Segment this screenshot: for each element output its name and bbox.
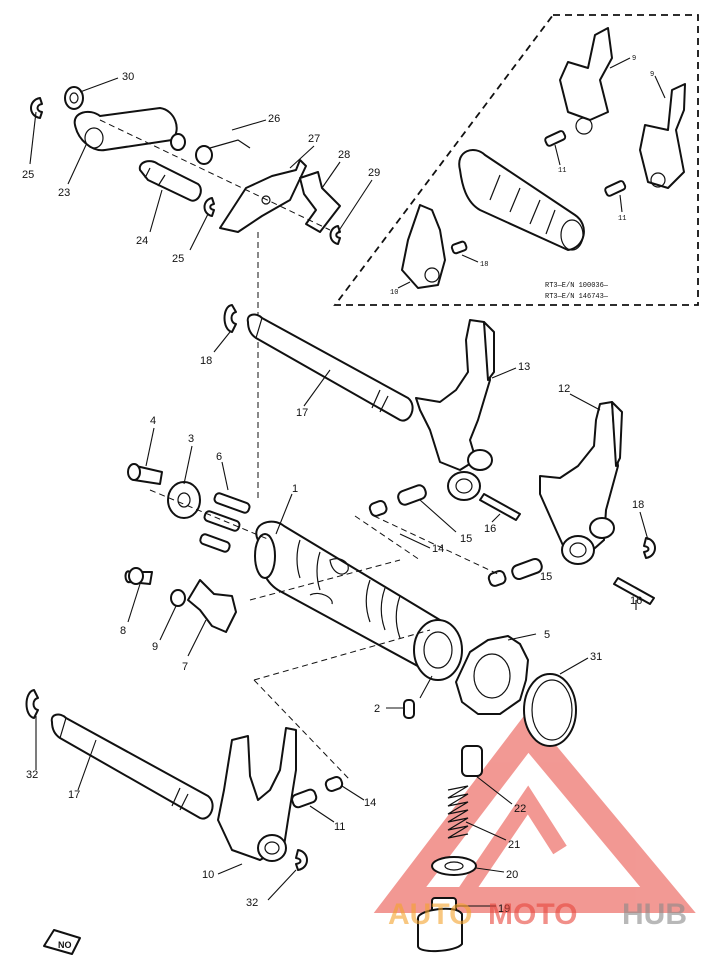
shift-fork-10 [217,727,297,862]
part-label-17: 17 [296,407,308,419]
part-label-25: 25 [172,253,184,265]
shift-arm-assembly [30,86,341,500]
watermark-moto: MOTO [488,898,577,931]
shift-drum-1 [254,520,463,681]
inset-label: 11 [558,167,566,175]
drum-cover-parts [455,635,577,747]
part-label-19: 19 [498,903,510,915]
part-label-15: 15 [460,533,472,545]
inset-serial-2: RT3—E/N 146743— [545,293,609,301]
corner-stamp-text: NO [58,940,72,950]
stopper-stack [417,745,483,952]
drum-end-parts [124,463,401,633]
corner-stamp: NO [43,929,81,955]
inset-panel: 9 9 11 11 18 10 RT3—E/N 100036— RT3—E/N … [333,14,699,306]
part-label-14: 14 [364,797,376,809]
watermark-auto: AUTO [388,898,472,931]
part-label-28: 28 [338,149,350,161]
part-label-12: 12 [558,383,570,395]
part-label-32: 32 [26,769,38,781]
leader-lines [29,77,649,907]
part-label-17: 17 [68,789,80,801]
part-label-8: 8 [120,625,126,637]
part-label-1: 1 [292,483,298,495]
inset-label: 9 [650,71,654,79]
part-label-6: 6 [216,451,222,463]
part-label-15: 15 [540,571,552,583]
part-label-24: 24 [136,235,148,247]
part-label-31: 31 [590,651,602,663]
watermark-hub: HUB [622,898,687,931]
part-label-9: 9 [152,641,158,653]
fork-10-pins [253,629,431,871]
fork-pins [354,484,656,605]
part-label-21: 21 [508,839,520,851]
part-label-30: 30 [122,71,134,83]
shift-fork-12 [539,401,623,565]
pin-2 [403,699,415,719]
part-label-10: 10 [202,869,214,881]
inset-label: 10 [390,289,398,297]
part-label-25: 25 [22,169,34,181]
part-label-5: 5 [544,629,550,641]
part-number-labels: 30 25 23 24 25 26 27 28 29 18 17 13 12 4… [22,71,644,915]
part-label-29: 29 [368,167,380,179]
part-label-4: 4 [150,415,156,427]
watermark-logo [373,711,696,913]
part-label-3: 3 [188,433,194,445]
part-label-18: 18 [200,355,212,367]
part-label-18: 18 [632,499,644,511]
part-label-13: 13 [518,361,530,373]
upper-shift-shaft [223,304,414,422]
part-label-16: 16 [630,595,642,607]
inset-serial-1: RT3—E/N 100036— [545,282,609,290]
watermark-text: AUTO MOTO HUB [388,898,687,931]
shift-fork-13 [415,319,495,501]
part-label-2: 2 [374,703,380,715]
part-label-27: 27 [308,133,320,145]
part-label-22: 22 [514,803,526,815]
inset-label: 9 [632,55,636,63]
part-label-16: 16 [484,523,496,535]
part-label-23: 23 [58,187,70,199]
part-label-32: 32 [246,897,258,909]
lower-shift-shaft [25,689,214,820]
inset-label: 18 [480,261,488,269]
part-label-7: 7 [182,661,188,673]
part-label-20: 20 [506,869,518,881]
part-label-11: 11 [334,821,345,833]
part-label-14: 14 [432,543,444,555]
part-label-26: 26 [268,113,280,125]
inset-label: 11 [618,215,626,223]
